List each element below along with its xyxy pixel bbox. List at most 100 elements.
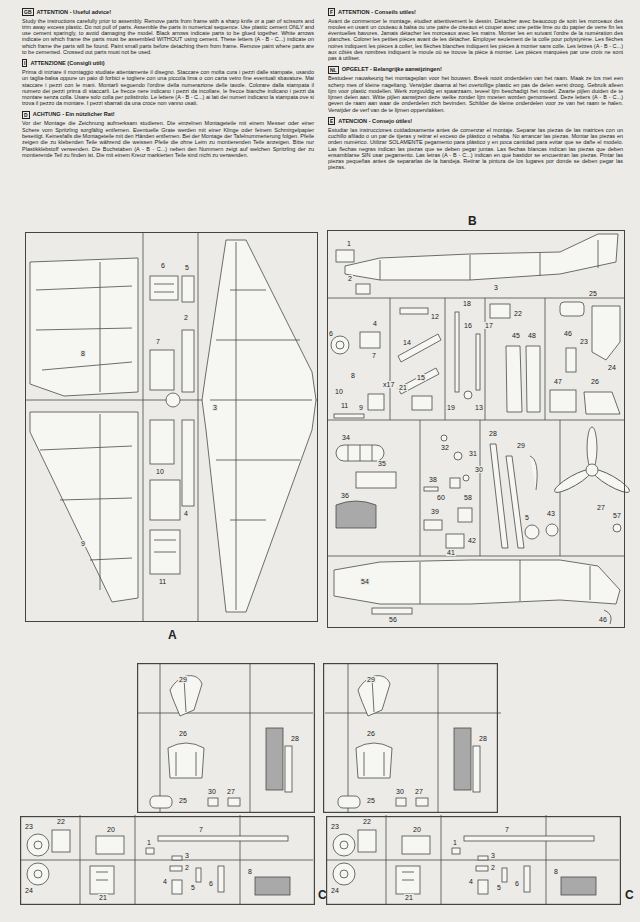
part-number: 11 (340, 402, 349, 409)
sprue-frame-outline (21, 817, 315, 905)
instruction-text: Estudiar las instrucciones cuidadosament… (328, 127, 623, 171)
language-code: GB (24, 9, 32, 15)
sprue-letter: C (318, 889, 327, 901)
language-flag: E (328, 117, 335, 125)
part-number: 16 (463, 322, 473, 329)
part-number: 20 (412, 826, 422, 833)
section-heading: ATTENTION - Conseils utiles! (338, 9, 416, 16)
part-number: 9 (358, 404, 364, 411)
part-number: 30 (474, 466, 484, 473)
part-number: 32 (440, 444, 450, 451)
part-number: 23 (579, 338, 589, 345)
part-number: 4 (183, 510, 189, 517)
language-flag: NL (328, 66, 339, 74)
sprue-letter: B (468, 215, 477, 227)
instruction-text: Prima di iniziare il montaggio studiate … (22, 69, 314, 107)
language-code: I (24, 60, 25, 66)
part-number: 3 (184, 852, 190, 859)
part-number: 27 (226, 788, 236, 795)
part-number: 1 (346, 240, 352, 247)
part-number: 4 (468, 878, 474, 885)
part-number: 57 (612, 512, 622, 519)
part-number: 46 (563, 330, 573, 337)
part-number: 30 (395, 788, 405, 795)
section-heading: ATTENZIONE (Consigli utili) (30, 60, 104, 67)
part-number: 7 (155, 338, 161, 345)
part-number: 26 (590, 378, 600, 385)
part-number: 24 (330, 887, 340, 894)
part-number: 2 (183, 314, 189, 321)
part-number: 7 (504, 826, 510, 833)
language-code: E (330, 118, 333, 124)
part-number: 9 (80, 540, 86, 547)
part-number: 1 (146, 839, 152, 846)
part-number: 30 (207, 788, 217, 795)
part-number: 56 (388, 616, 398, 623)
part-number: 10 (155, 468, 165, 475)
part-number: 23 (24, 823, 34, 830)
language-code: NL (330, 67, 337, 73)
part-number: 25 (366, 797, 376, 804)
part-number: 22 (362, 818, 372, 825)
part-number: 8 (350, 372, 356, 379)
part-number: x17 (382, 381, 395, 388)
part-number: 58 (463, 494, 473, 501)
part-number: 39 (430, 508, 440, 515)
part-number: 46 (598, 616, 608, 623)
sprue-frame: C (323, 663, 621, 905)
part-number: 6 (328, 330, 334, 337)
part-number: 23 (330, 823, 340, 830)
part-number: 60 (436, 494, 446, 501)
language-code: F (330, 9, 333, 15)
part-number: 21 (98, 894, 108, 901)
part-number: 15 (416, 374, 426, 381)
part-number: 12 (430, 313, 440, 320)
instruction-text: Vor der Montage die Zeichnung aufmerksam… (22, 120, 314, 158)
part-number: 4 (372, 320, 378, 327)
part-number: 27 (596, 504, 606, 511)
language-code: D (24, 112, 28, 118)
part-number: 18 (462, 300, 472, 307)
part-number: 2 (347, 275, 353, 282)
part-number: 35 (377, 460, 387, 467)
part-number: 5 (496, 884, 502, 891)
part-number: 7 (371, 352, 377, 359)
section-heading: ATTENTION - Useful advice! (37, 9, 112, 16)
part-number: 25 (588, 290, 598, 297)
part-number: 6 (160, 262, 166, 269)
part-number: 8 (553, 868, 559, 875)
part-number: 5 (524, 514, 530, 521)
sprue-frame-outline (138, 664, 315, 813)
instruction-text: Bestudeer nauwkeurig het montageplan voo… (328, 75, 623, 113)
part-number: 27 (414, 788, 424, 795)
part-number: 4 (162, 878, 168, 885)
sprue-frame: B (327, 230, 625, 628)
part-number: 24 (24, 887, 34, 894)
sprue-letter: C (625, 889, 634, 901)
sprue-outline (323, 663, 621, 905)
part-number: 26 (366, 730, 376, 737)
language-flag: GB (22, 8, 34, 16)
part-number: 42 (467, 537, 477, 544)
part-number: 21 (404, 894, 414, 901)
sprue-frame: C (20, 663, 315, 905)
sprue-a-parts (25, 232, 318, 622)
part-number: 5 (190, 884, 196, 891)
part-number: 34 (341, 434, 351, 441)
section-heading: ATENCION - Consejo útiles! (338, 118, 412, 125)
part-number: 8 (247, 868, 253, 875)
section-heading: ACHTUNG - Ein nützlicher Rat! (33, 111, 115, 118)
part-number: 3 (212, 404, 218, 411)
part-number: 19 (446, 404, 456, 411)
part-number: 29 (366, 676, 376, 683)
part-number: 22 (513, 310, 523, 317)
part-number: 47 (553, 378, 563, 385)
part-number: 6 (208, 880, 214, 887)
part-number: 28 (488, 430, 498, 437)
part-number: 28 (290, 735, 300, 742)
part-number: 25 (178, 797, 188, 804)
part-number: 21 (398, 384, 408, 391)
part-number: 36 (340, 492, 350, 499)
language-flag: F (328, 8, 335, 16)
part-number: 10 (334, 388, 344, 395)
